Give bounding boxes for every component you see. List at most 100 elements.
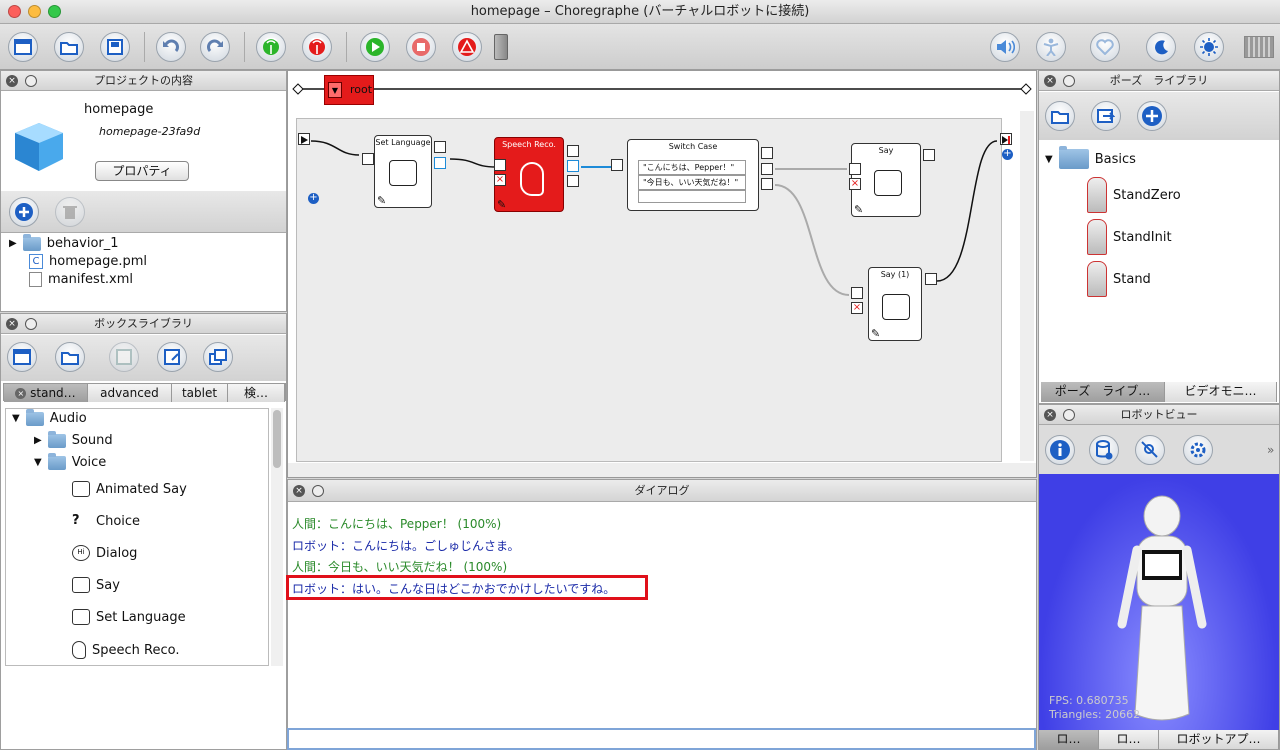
stiffness-button[interactable] bbox=[1036, 32, 1066, 62]
speech-reco-word-port[interactable] bbox=[567, 160, 579, 172]
save-library-button[interactable] bbox=[109, 342, 139, 372]
add-file-button[interactable] bbox=[9, 197, 39, 227]
new-library-button[interactable] bbox=[7, 342, 37, 372]
play-button[interactable] bbox=[360, 32, 390, 62]
tab-pose-library[interactable]: ポーズ ライブ… bbox=[1041, 382, 1165, 402]
tab-robot-other[interactable]: ロ… bbox=[1099, 730, 1159, 749]
say-onstopped-port[interactable] bbox=[923, 149, 935, 161]
pose-item-stand[interactable]: Stand bbox=[1087, 261, 1151, 297]
speech-reco-onstopped-port[interactable] bbox=[567, 145, 579, 157]
open-library-button[interactable] bbox=[55, 342, 85, 372]
stop-button[interactable] bbox=[406, 32, 436, 62]
debug-button[interactable] bbox=[452, 32, 482, 62]
new-project-button[interactable] bbox=[8, 32, 38, 62]
tree-item-speech-reco[interactable]: Speech Reco. bbox=[72, 641, 179, 659]
switch-case-output-1[interactable] bbox=[761, 147, 773, 159]
settings-button[interactable] bbox=[1183, 435, 1213, 465]
speech-reco-stop-port[interactable]: × bbox=[494, 174, 506, 186]
say-box[interactable]: Say✎ bbox=[851, 143, 921, 217]
connect-button[interactable] bbox=[256, 32, 286, 62]
close-panel-icon[interactable]: × bbox=[1044, 75, 1056, 87]
tree-item-voice[interactable]: ▼Voice bbox=[34, 452, 106, 470]
speech-reco-nothing-port[interactable] bbox=[567, 175, 579, 187]
float-panel-icon[interactable] bbox=[1063, 409, 1075, 421]
tab-advanced[interactable]: advanced bbox=[88, 384, 172, 402]
collapse-arrow-icon[interactable]: ▼ bbox=[12, 413, 20, 424]
say-stop-port[interactable]: × bbox=[849, 178, 861, 190]
more-tools-icon[interactable]: » bbox=[1267, 443, 1275, 457]
pose-folder-basics[interactable]: ▼Basics bbox=[1045, 146, 1136, 169]
library-scrollbar[interactable] bbox=[271, 408, 283, 666]
library-manager-button[interactable] bbox=[203, 342, 233, 372]
minimize-window-button[interactable] bbox=[28, 5, 41, 18]
diagram-onstart-port[interactable] bbox=[298, 133, 310, 145]
say1-start-port[interactable] bbox=[851, 287, 863, 299]
root-breadcrumb[interactable]: ▼root bbox=[324, 75, 374, 105]
tree-item-choice[interactable]: ?Choice bbox=[72, 513, 140, 529]
tree-item-set-language[interactable]: Set Language bbox=[72, 609, 186, 625]
say1-box[interactable]: Say (1)✎ bbox=[868, 267, 922, 341]
tree-item-sound[interactable]: ▶Sound bbox=[34, 430, 113, 448]
wrench-icon[interactable]: ✎ bbox=[871, 327, 881, 340]
add-input-icon[interactable]: + bbox=[308, 192, 319, 204]
switch-case-input-port[interactable] bbox=[611, 159, 623, 171]
diagram-scrollbar-horizontal[interactable] bbox=[288, 463, 1036, 477]
close-panel-icon[interactable]: × bbox=[293, 485, 305, 497]
wrench-icon[interactable]: ✎ bbox=[497, 198, 507, 211]
switch-case-output-2[interactable] bbox=[761, 163, 773, 175]
redo-button[interactable] bbox=[200, 32, 230, 62]
float-panel-icon[interactable] bbox=[25, 75, 37, 87]
tree-item-say[interactable]: Say bbox=[72, 577, 120, 593]
speech-reco-start-port[interactable] bbox=[494, 159, 506, 171]
delete-file-button[interactable] bbox=[55, 197, 85, 227]
awake-button[interactable] bbox=[1194, 32, 1224, 62]
tree-item-animated-say[interactable]: Animated Say bbox=[72, 481, 187, 497]
set-language-output-port-2[interactable] bbox=[434, 157, 446, 169]
open-project-button[interactable] bbox=[54, 32, 84, 62]
memory-button[interactable] bbox=[1089, 435, 1119, 465]
tab-robot-view[interactable]: ロ… bbox=[1039, 730, 1099, 749]
disconnect-button[interactable] bbox=[302, 32, 332, 62]
properties-button[interactable]: プロパティ bbox=[95, 161, 189, 181]
sleep-button[interactable] bbox=[1146, 32, 1176, 62]
save-as-library-button[interactable] bbox=[157, 342, 187, 372]
case-item-empty[interactable] bbox=[638, 190, 746, 203]
say1-stop-port[interactable]: × bbox=[851, 302, 863, 314]
add-output-icon[interactable]: + bbox=[1002, 148, 1013, 160]
pose-item-standzero[interactable]: StandZero bbox=[1087, 177, 1181, 213]
close-tab-icon[interactable]: × bbox=[15, 388, 27, 399]
info-button[interactable] bbox=[1045, 435, 1075, 465]
volume-button[interactable] bbox=[990, 32, 1020, 62]
diagram-scrollbar-vertical[interactable] bbox=[1020, 111, 1034, 461]
tree-item-manifest[interactable]: manifest.xml bbox=[29, 272, 133, 287]
float-panel-icon[interactable] bbox=[25, 318, 37, 330]
close-panel-icon[interactable]: × bbox=[6, 75, 18, 87]
close-panel-icon[interactable]: × bbox=[1044, 409, 1056, 421]
tab-search[interactable]: 検… bbox=[228, 384, 285, 402]
tree-item-audio[interactable]: ▼Audio bbox=[12, 408, 87, 426]
tab-robot-apps[interactable]: ロボットアプ… bbox=[1159, 730, 1279, 749]
tab-tablet[interactable]: tablet bbox=[172, 384, 228, 402]
zoom-window-button[interactable] bbox=[48, 5, 61, 18]
tab-video-monitor[interactable]: ビデオモニ… bbox=[1165, 382, 1277, 402]
switch-case-output-3[interactable] bbox=[761, 178, 773, 190]
float-panel-icon[interactable] bbox=[1063, 75, 1075, 87]
wrench-icon[interactable]: ✎ bbox=[854, 203, 864, 216]
collapse-arrow-icon[interactable]: ▼ bbox=[1045, 153, 1053, 165]
add-pose-button[interactable] bbox=[1137, 101, 1167, 131]
robot-3d-viewport[interactable]: FPS: 0.680735 Triangles: 20662 bbox=[1039, 474, 1279, 730]
volume-slider-handle[interactable] bbox=[494, 34, 508, 60]
diagram-onstopped-port[interactable] bbox=[1000, 133, 1012, 145]
switch-case-box[interactable]: Switch Case "こんにちは、Pepper！" "今日も、いい天気だね！… bbox=[627, 139, 759, 211]
tab-standard[interactable]: × stand… bbox=[4, 384, 88, 402]
tree-item-behavior[interactable]: ▶behavior_1 bbox=[9, 233, 119, 251]
wrench-icon[interactable]: ✎ bbox=[377, 194, 387, 207]
float-panel-icon[interactable] bbox=[312, 485, 324, 497]
set-language-output-port[interactable] bbox=[434, 141, 446, 153]
set-language-box[interactable]: Set Language✎ bbox=[374, 135, 432, 208]
close-panel-icon[interactable]: × bbox=[6, 318, 18, 330]
case-item-2[interactable]: "今日も、いい天気だね！" bbox=[638, 175, 746, 190]
set-language-input-port[interactable] bbox=[362, 153, 374, 165]
open-pose-button[interactable] bbox=[1045, 101, 1075, 131]
